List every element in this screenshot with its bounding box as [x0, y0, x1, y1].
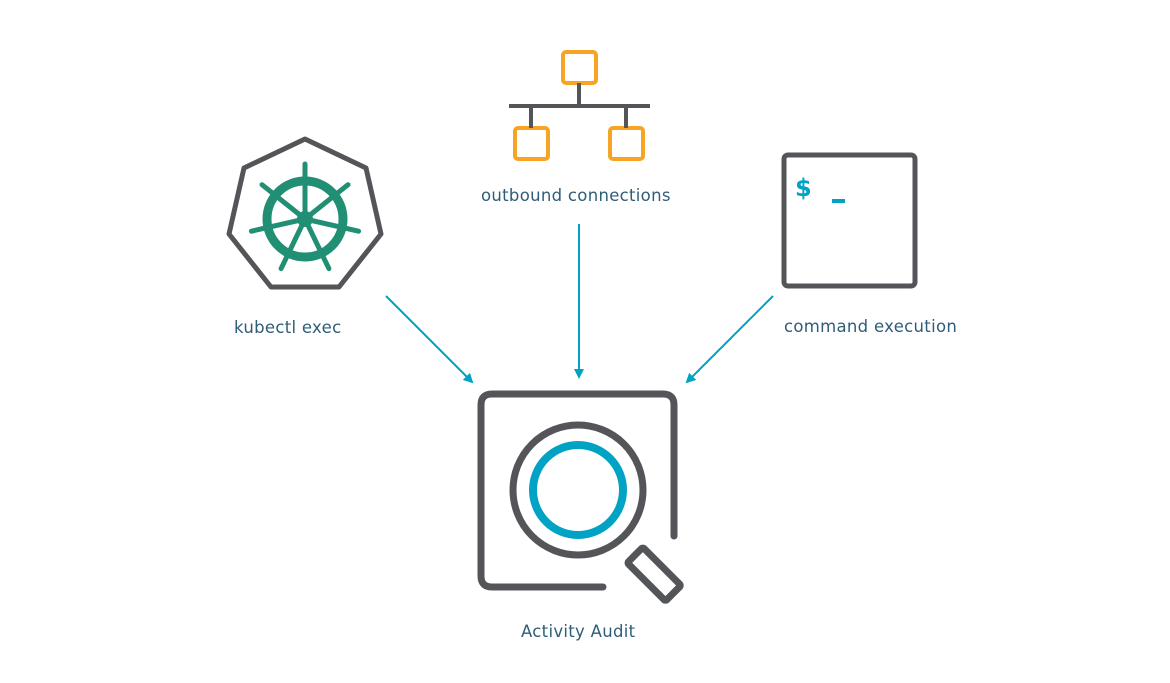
- network-node-left: [513, 126, 550, 161]
- magnifier-audit-icon: [477, 390, 684, 604]
- kubectl-exec-label: kubectl exec: [234, 318, 342, 337]
- terminal-prompt: $: [795, 174, 812, 202]
- kubernetes-helm-icon: [226, 136, 384, 290]
- edge-arrows: [385, 224, 774, 384]
- magnifier-handle: [624, 544, 684, 604]
- magnifier-lens: [529, 441, 627, 539]
- terminal-icon: $: [781, 152, 918, 289]
- outbound-connections-label: outbound connections: [481, 186, 671, 205]
- terminal-cursor: [832, 199, 845, 203]
- helm-wheel-icon: [248, 161, 362, 272]
- terminal-window: [781, 152, 918, 289]
- network-node-right: [608, 126, 645, 161]
- heptagon-outline: [226, 136, 384, 290]
- network-topology-icon: [509, 50, 650, 161]
- audit-frame: [477, 390, 678, 591]
- network-node-top: [561, 50, 598, 85]
- activity-audit-label: Activity Audit: [521, 622, 636, 641]
- arrow-kubectl-to-audit: [385, 295, 474, 384]
- arrow-command-to-audit: [685, 295, 774, 384]
- command-execution-label: command execution: [784, 317, 958, 336]
